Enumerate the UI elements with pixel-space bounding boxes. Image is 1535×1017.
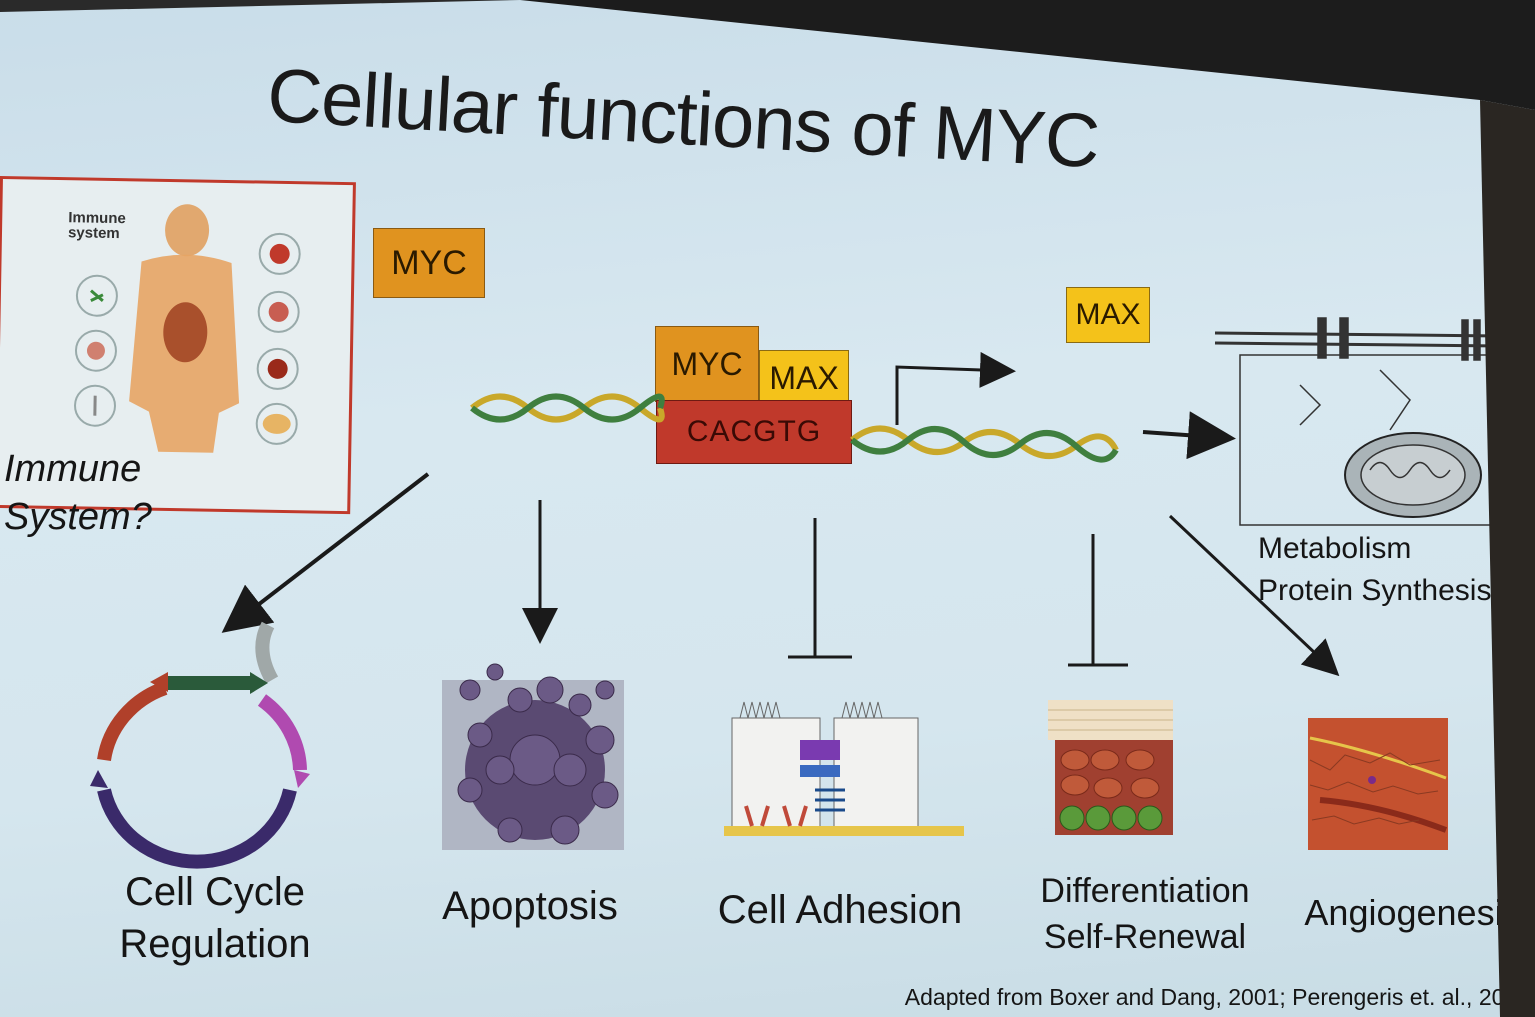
apoptosis-illustration — [442, 663, 624, 850]
arrow-to-cell-cycle — [221, 472, 430, 633]
cell-adhesion-illustration — [724, 701, 964, 836]
label-metabolism-line1: Metabolism — [1258, 532, 1412, 565]
myc-bound-box: MYC — [655, 326, 759, 402]
metabolism-schematic — [1214, 317, 1501, 526]
cell-cycle-arrowheads — [90, 672, 310, 788]
label-differentiation: Differentiation Self-Renewal — [1025, 868, 1265, 960]
label-cell-cycle: Cell Cycle Regulation — [119, 870, 311, 966]
arrow-to-angiogenesis — [1168, 514, 1340, 677]
dna-helix-left — [470, 393, 665, 423]
inhibit-differentiation — [1068, 534, 1128, 667]
angiogenesis-illustration — [1308, 718, 1448, 850]
label-metabolism-line2: Protein Synthesis — [1258, 574, 1492, 607]
label-differentiation-line1: Differentiation — [1040, 872, 1250, 910]
transcription-start-arrow — [895, 351, 1016, 425]
inhibit-cell-adhesion — [788, 518, 852, 659]
differentiation-illustration — [1048, 700, 1173, 835]
max-protein-box: MAX — [1066, 287, 1150, 343]
label-differentiation-line2: Self-Renewal — [1043, 918, 1247, 956]
myc-protein-box: MYC — [373, 228, 485, 298]
label-apoptosis: Apoptosis — [442, 884, 618, 928]
citation: Adapted from Boxer and Dang, 2001; Peren… — [904, 984, 1530, 1010]
label-metabolism: Metabolism Protein Synthesis — [1258, 528, 1528, 612]
label-cell-adhesion: Cell Adhesion — [717, 888, 963, 932]
max-bound-box: MAX — [759, 350, 849, 406]
immune-system-question: Immune System? — [4, 448, 152, 538]
label-angiogenesis: Angiogenesis — [1304, 892, 1521, 933]
ebox-sequence-box: CACGTG — [656, 400, 852, 464]
human-body-illustration — [74, 204, 301, 453]
arrow-to-metabolism — [1142, 411, 1236, 460]
dna-helix-right — [850, 425, 1119, 463]
cell-cycle-diagram — [97, 621, 307, 869]
immune-system-panel: Immune system — [0, 176, 356, 515]
